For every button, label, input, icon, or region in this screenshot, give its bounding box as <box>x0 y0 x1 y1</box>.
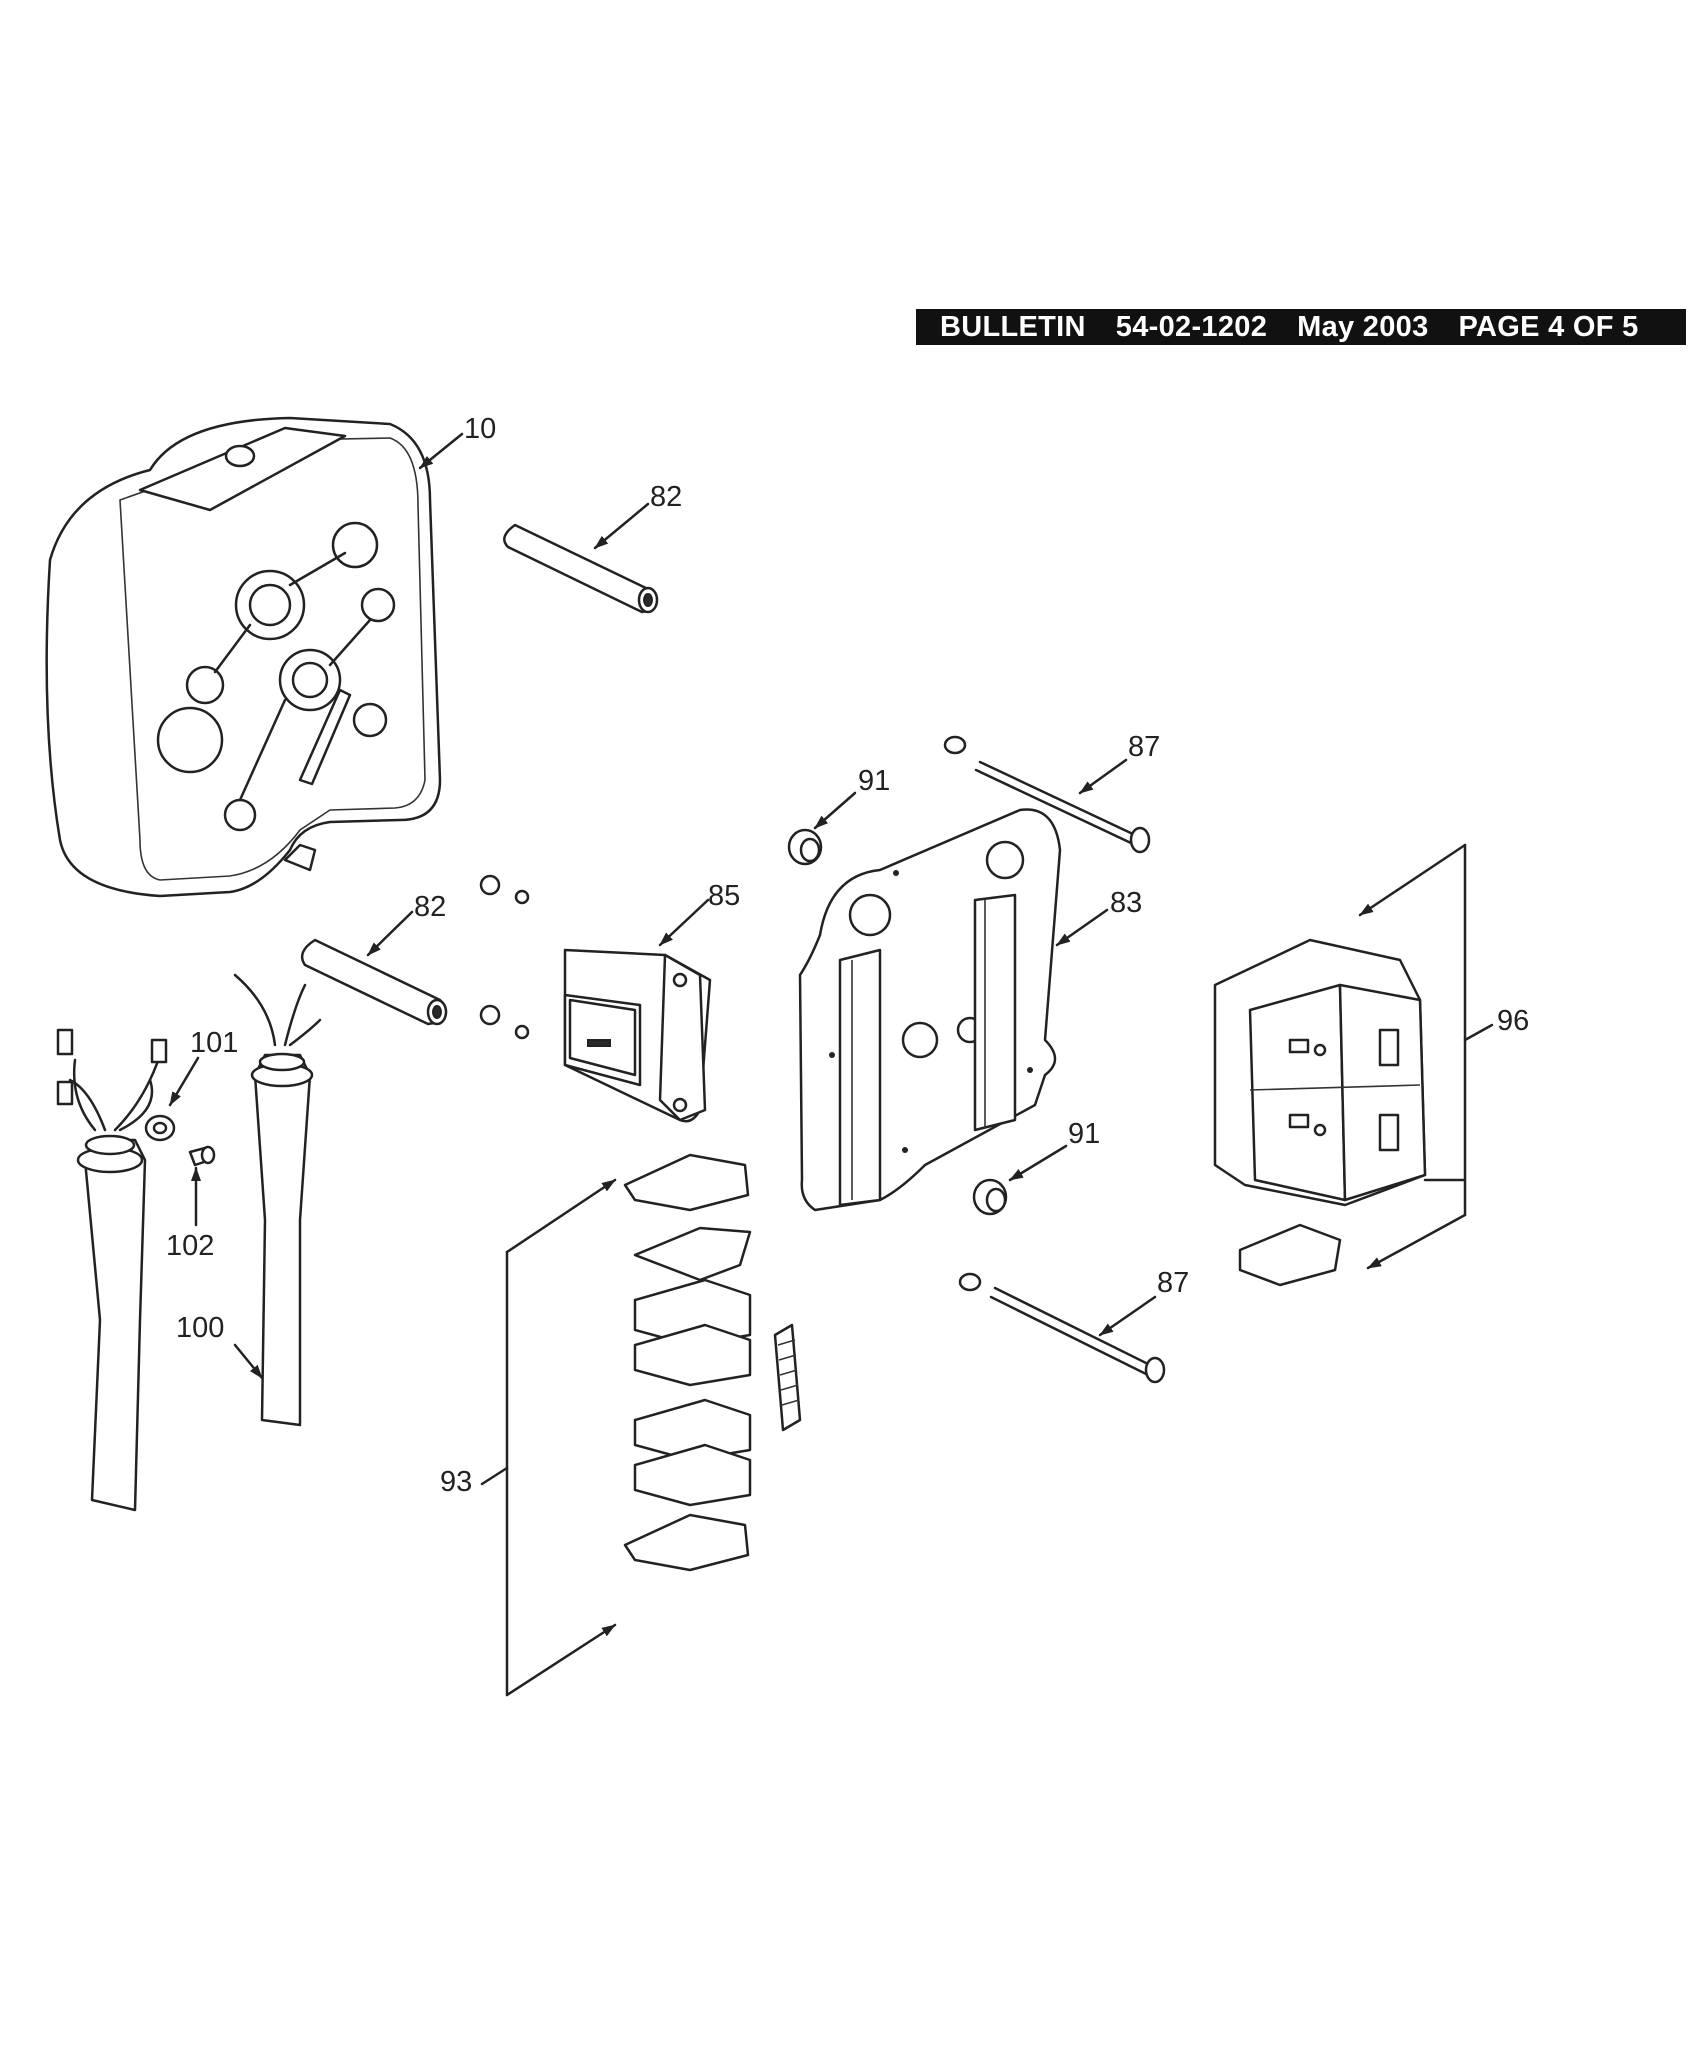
bulletin-number: 54-02-1202 <box>1115 310 1268 343</box>
leader-85 <box>658 898 710 947</box>
long-screw-bottom-part <box>958 1272 1166 1384</box>
callout-101: 101 <box>190 1027 238 1059</box>
washer-part <box>144 1114 176 1142</box>
leader-10 <box>418 432 464 470</box>
clip-top-part <box>787 828 823 866</box>
callout-91-mid: 91 <box>1068 1118 1100 1150</box>
leader-96-lower <box>1366 1213 1467 1270</box>
page-number: PAGE 4 OF 5 <box>1458 310 1639 343</box>
leader-100 <box>233 1343 264 1380</box>
leader-96-upper <box>1358 843 1467 917</box>
bulletin-date: May 2003 <box>1297 310 1429 343</box>
callout-82-top: 82 <box>650 481 682 513</box>
callout-10: 10 <box>464 413 496 445</box>
leader-87-bottom <box>1098 1295 1157 1337</box>
transformer-part <box>563 948 712 1123</box>
spacer-rod-top-part <box>503 523 659 614</box>
leader-96-tick <box>1463 1023 1494 1042</box>
callout-91-top: 91 <box>858 765 890 797</box>
bracket-96 <box>1423 843 1467 1217</box>
mounting-plate-part <box>798 808 1062 1212</box>
bulletin-header-bar: BULLETIN 54-02-1202 May 2003 PAGE 4 OF 5 <box>916 309 1686 345</box>
long-screw-top-part <box>943 735 1151 854</box>
leader-93-lower <box>505 1623 617 1697</box>
leader-91-mid <box>1008 1144 1068 1182</box>
bulletin-label: BULLETIN <box>940 310 1086 343</box>
cable-assembly-part <box>56 973 322 1512</box>
clip-mid-part <box>972 1178 1008 1216</box>
callout-83: 83 <box>1110 887 1142 919</box>
leader-83 <box>1055 908 1109 947</box>
leader-101 <box>168 1056 200 1107</box>
leader-87-top <box>1078 758 1128 795</box>
terminal-block-stack-part <box>623 1153 802 1572</box>
callout-96: 96 <box>1497 1005 1529 1037</box>
leader-93-tick <box>480 1466 509 1486</box>
callout-85: 85 <box>708 880 740 912</box>
enclosure-base-part <box>45 416 442 898</box>
callout-87-top: 87 <box>1128 731 1160 763</box>
leader-93-upper <box>505 1178 617 1254</box>
screw-set-part <box>479 874 530 1040</box>
screw-part <box>188 1145 216 1167</box>
callout-93: 93 <box>440 1466 472 1498</box>
callout-82-mid: 82 <box>414 891 446 923</box>
callout-102: 102 <box>166 1230 214 1262</box>
spacer-rod-mid-part <box>300 938 448 1026</box>
circuit-breaker-assembly-part <box>1213 938 1427 1287</box>
leader-82-top <box>593 502 650 550</box>
leader-91-top <box>813 791 857 830</box>
leader-82-mid <box>366 910 414 957</box>
callout-87-bottom: 87 <box>1157 1267 1189 1299</box>
callout-100: 100 <box>176 1312 224 1344</box>
